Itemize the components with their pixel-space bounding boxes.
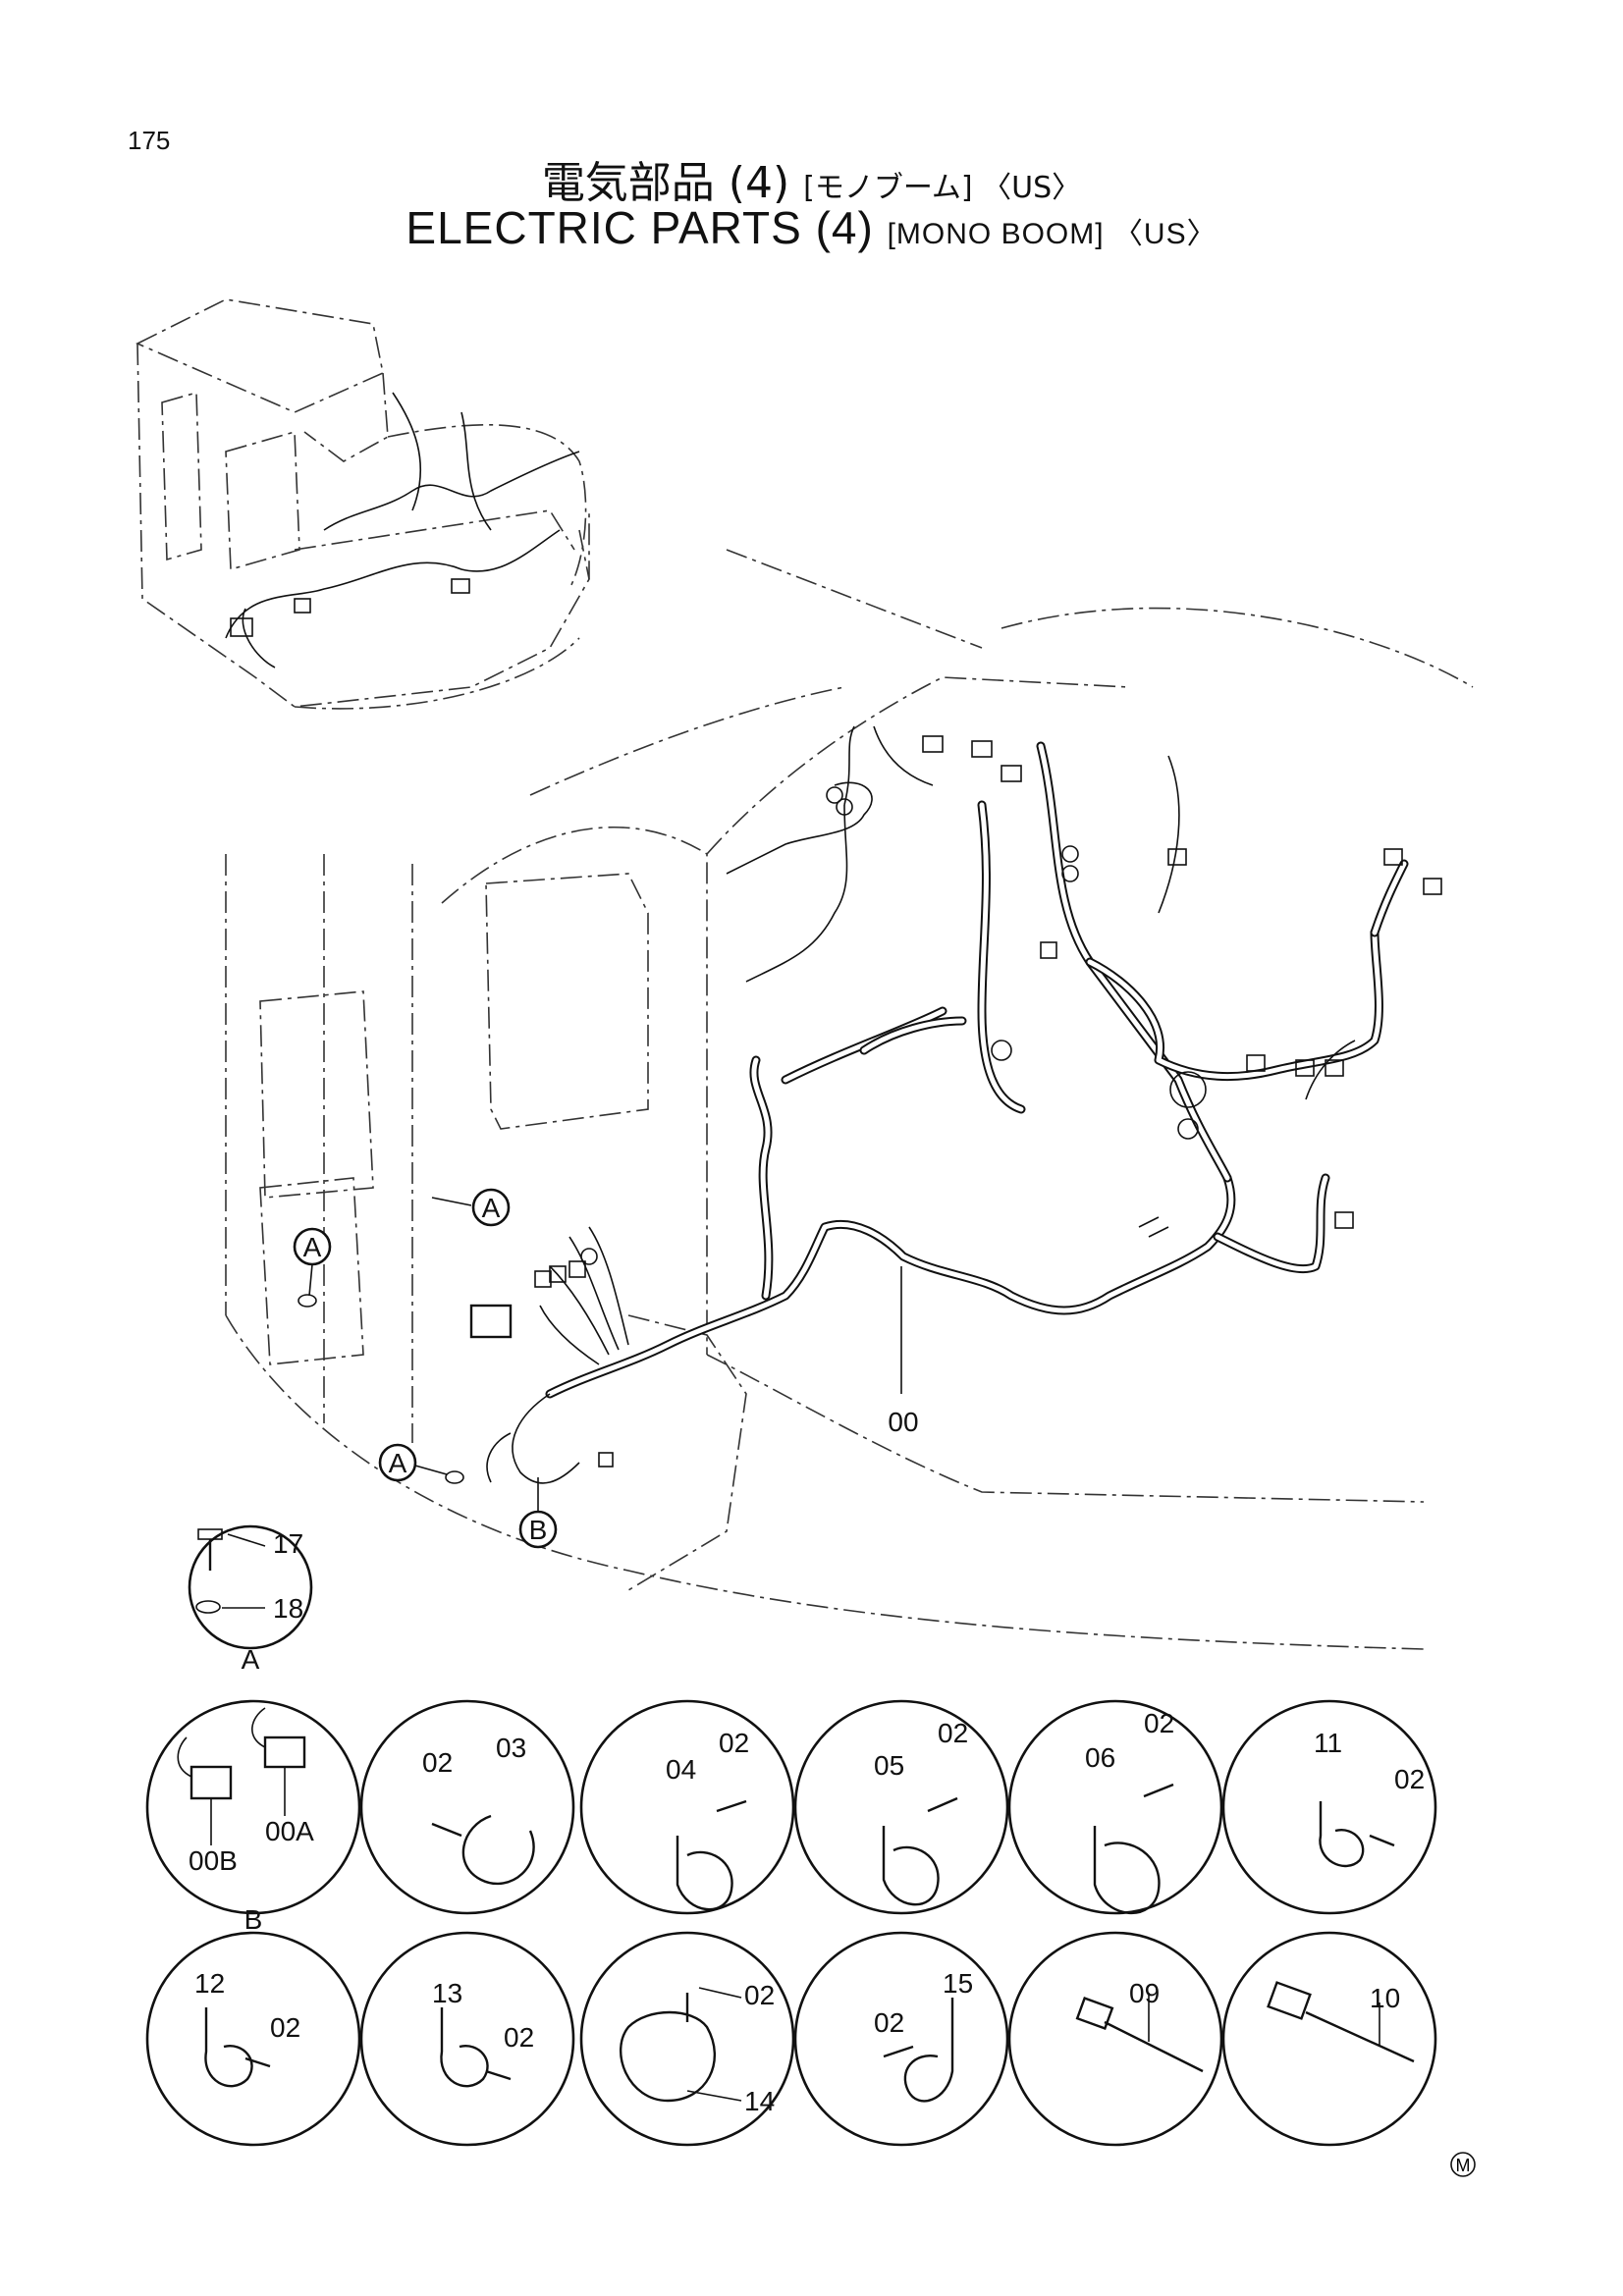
detail-13-clamp-label: 13: [432, 1978, 462, 2008]
detail-04-bolt-label: 02: [719, 1728, 749, 1758]
callout-a3-label: A: [389, 1448, 407, 1478]
detail-clamp-03: 02 03: [359, 1699, 575, 1915]
detail-clamp-12: 12 02: [145, 1931, 361, 2147]
wire-harness-00: [469, 725, 1442, 1484]
detail-b-caption: B: [244, 1904, 263, 1935]
callout-00-label: 00: [888, 1407, 918, 1437]
detail-06-bolt-label: 02: [1144, 1708, 1174, 1738]
detail-15-clamp-label: 15: [943, 1968, 973, 1999]
detail-a-screw-label: 17: [273, 1528, 303, 1559]
detail-clamp-11: 11 02: [1221, 1699, 1437, 1915]
detail-tie-10: 10: [1221, 1931, 1437, 2147]
callout-00: 00: [888, 1266, 919, 1437]
detail-06-clamp-label: 06: [1085, 1742, 1115, 1773]
callout-b: B: [518, 1477, 558, 1549]
callout-a3: A: [378, 1443, 464, 1484]
title-english: ELECTRIC PARTS (4) [MONO BOOM] 〈US〉: [0, 201, 1623, 254]
title-jp-suffix: [モノブーム] 〈US〉: [803, 171, 1082, 205]
detail-clamp-15: 02 15: [793, 1931, 1009, 2147]
detail-12-clamp-label: 12: [194, 1968, 225, 1999]
title-jp-main: 電気部品 (4): [541, 158, 790, 208]
title-en-suffix: [MONO BOOM] 〈US〉: [887, 218, 1217, 250]
detail-14-bolt-label: 02: [744, 1980, 775, 2010]
detail-12-bolt-label: 02: [270, 2012, 300, 2043]
mark-label: M: [1456, 2156, 1471, 2175]
detail-03-bolt-label: 02: [422, 1747, 453, 1778]
detail-11-bolt-label: 02: [1394, 1764, 1425, 1794]
callout-a2-label: A: [303, 1232, 322, 1262]
detail-05-clamp-label: 05: [874, 1750, 904, 1781]
detail-04-clamp-label: 04: [666, 1754, 696, 1785]
inset-machine: [135, 298, 590, 710]
detail-clamp-14: 02 14: [579, 1931, 795, 2147]
callout-a1: A: [431, 1188, 511, 1227]
detail-b-conn-b-label: 00B: [189, 1845, 238, 1876]
callout-a2: A: [293, 1227, 332, 1308]
detail-a-caption: A: [242, 1644, 260, 1675]
detail-a: 17 18 A: [188, 1524, 313, 1675]
callout-b-label: B: [529, 1515, 548, 1545]
callout-a1-label: A: [482, 1193, 501, 1223]
title-en-main: ELECTRIC PARTS (4): [406, 202, 874, 253]
detail-15-bolt-label: 02: [874, 2007, 904, 2038]
detail-a-washer-label: 18: [273, 1593, 303, 1624]
detail-03-clamp-label: 03: [496, 1733, 526, 1763]
machine-body-outline: [225, 529, 1474, 1650]
detail-14-clamp-label: 14: [744, 2086, 775, 2116]
detail-clamp-06: 06 02: [1007, 1699, 1223, 1915]
detail-tie-09: 09: [1007, 1931, 1223, 2147]
title-japanese: 電気部品 (4) [モノブーム] 〈US〉: [0, 147, 1623, 210]
page-number: 175: [128, 126, 171, 155]
detail-13-bolt-label: 02: [504, 2022, 534, 2053]
detail-b: 00B 00A B: [145, 1699, 361, 1935]
detail-09-tie-label: 09: [1129, 1978, 1160, 2008]
detail-10-tie-label: 10: [1370, 1983, 1400, 2013]
detail-11-clamp-label: 11: [1314, 1728, 1342, 1758]
manufacturer-mark: M: [1450, 2152, 1476, 2177]
detail-clamp-04: 04 02: [579, 1699, 795, 1915]
detail-clamp-13: 13 02: [359, 1931, 575, 2147]
detail-b-conn-a-label: 00A: [265, 1816, 314, 1846]
detail-clamp-05: 05 02: [793, 1699, 1009, 1915]
detail-05-bolt-label: 02: [938, 1718, 968, 1748]
